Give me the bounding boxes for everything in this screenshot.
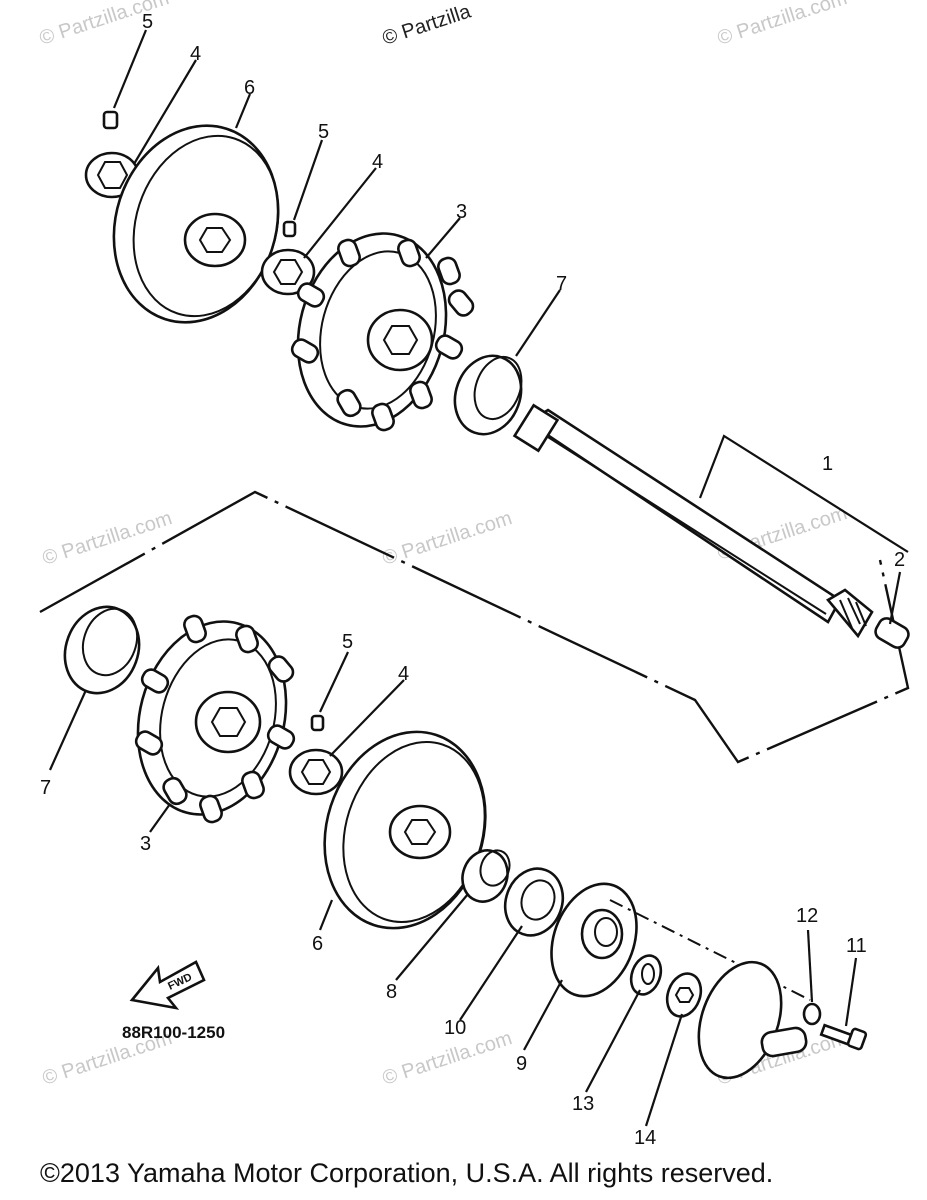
watermark: © Partzilla.com: [715, 0, 850, 50]
callouts: 5 4 6 5 4 3 7 1 2 5 4 7 3 6 8 10 9 13 14…: [40, 11, 905, 1149]
bearing-10: [503, 867, 565, 937]
set-screw-5: [282, 220, 297, 238]
bolt-11: [819, 1023, 868, 1051]
bearing-ring-7: [453, 354, 523, 436]
spacer-8: [461, 849, 511, 903]
bearing-ring-7: [63, 605, 141, 695]
end-cap-2: [874, 617, 910, 649]
drive-shaft-1: [512, 403, 874, 639]
watermark: © Partzilla.com: [40, 507, 175, 570]
collar-4: [260, 248, 316, 296]
callout-3: 3: [140, 833, 151, 855]
sprocket-3: [134, 614, 296, 824]
callout-11: 11: [846, 935, 867, 957]
sprocket-3: [290, 232, 475, 432]
callout-4: 4: [372, 151, 383, 173]
assembly-boundary-line: [39, 490, 910, 764]
callout-1: 1: [822, 453, 833, 475]
collar-4: [288, 748, 344, 796]
callout-5: 5: [342, 631, 353, 653]
nut-14: [665, 972, 703, 1018]
set-screw-5: [310, 714, 325, 732]
callout-3: 3: [456, 201, 467, 223]
callout-2: 2: [894, 549, 905, 571]
callout-13: 13: [572, 1093, 594, 1115]
callout-7: 7: [40, 777, 51, 799]
watermark-top: © Partzilla: [380, 0, 475, 49]
bearing-housing-9: [550, 882, 638, 998]
watermark: © Partzilla.com: [380, 507, 515, 570]
forward-arrow-icon: FWD: [129, 960, 206, 1010]
callout-8: 8: [386, 981, 397, 1003]
callout-12: 12: [796, 905, 818, 927]
callout-6: 6: [244, 77, 255, 99]
callout-4: 4: [398, 663, 409, 685]
callout-7: 7: [556, 273, 567, 295]
callout-6: 6: [312, 933, 323, 955]
callout-14: 14: [634, 1127, 656, 1149]
idler-wheel-6: [323, 730, 487, 930]
set-screw-5: [102, 110, 119, 130]
callout-9: 9: [516, 1053, 527, 1075]
idler-wheel-6: [112, 124, 280, 324]
mounting-plate: [697, 960, 808, 1080]
callout-4: 4: [190, 43, 201, 65]
washer-13: [629, 954, 663, 996]
washer-12: [802, 1002, 822, 1026]
leader-lines: [48, 29, 909, 1127]
diagram-code: 88R100-1250: [122, 1023, 225, 1042]
callout-10: 10: [444, 1017, 466, 1039]
copyright-notice: ©2013 Yamaha Motor Corporation, U.S.A. A…: [40, 1158, 774, 1188]
callout-5: 5: [318, 121, 329, 143]
callout-5: 5: [142, 11, 153, 33]
